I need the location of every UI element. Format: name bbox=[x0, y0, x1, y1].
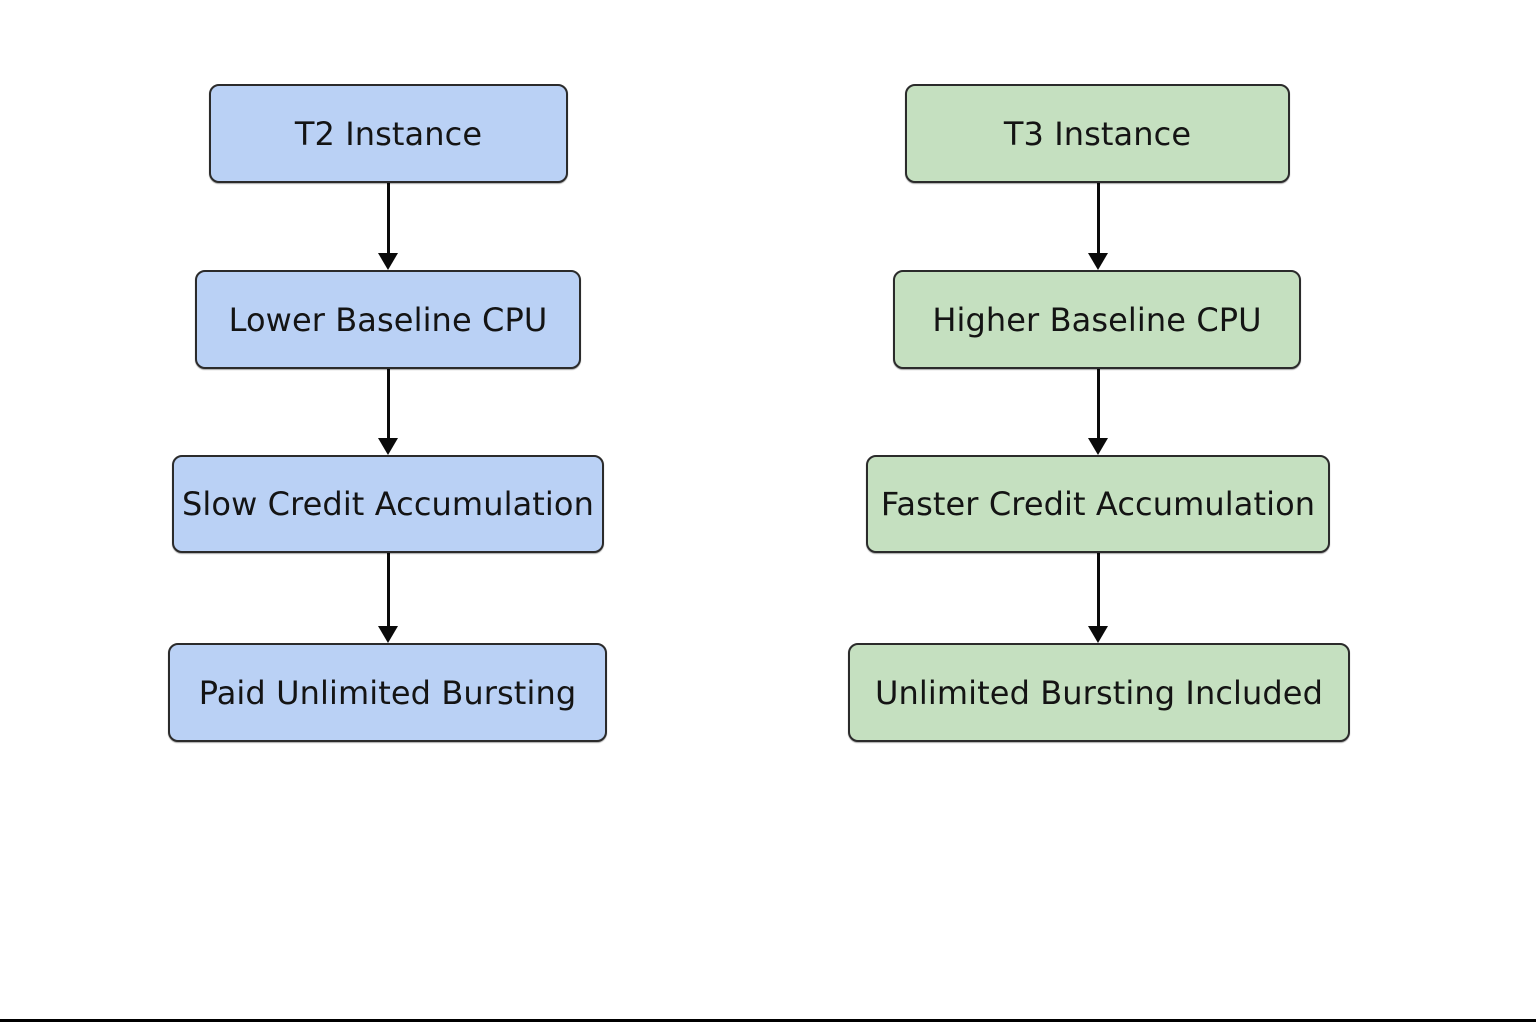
node-label: Unlimited Bursting Included bbox=[874, 673, 1324, 712]
arrow-shaft bbox=[386, 183, 390, 255]
arrowhead-icon bbox=[1088, 438, 1108, 455]
node-slow-credit-accum[interactable]: Slow Credit Accumulation bbox=[172, 455, 604, 553]
node-label: Slow Credit Accumulation bbox=[182, 485, 594, 523]
node-t2-instance[interactable]: T2 Instance bbox=[209, 84, 568, 183]
node-label: Lower Baseline CPU bbox=[228, 300, 548, 339]
node-label: T3 Instance bbox=[1003, 114, 1192, 153]
node-lower-baseline-cpu[interactable]: Lower Baseline CPU bbox=[195, 270, 581, 369]
arrow-shaft bbox=[386, 369, 390, 440]
node-label: Higher Baseline CPU bbox=[932, 300, 1262, 339]
arrow-shaft bbox=[386, 553, 390, 628]
arrow-shaft bbox=[1096, 183, 1100, 255]
arrowhead-icon bbox=[378, 253, 398, 270]
arrowhead-icon bbox=[1088, 626, 1108, 643]
node-label: Faster Credit Accumulation bbox=[880, 485, 1316, 523]
node-unlimited-burst-incl[interactable]: Unlimited Bursting Included bbox=[848, 643, 1350, 742]
arrow-shaft bbox=[1096, 369, 1100, 440]
bottom-divider bbox=[0, 1019, 1536, 1022]
node-paid-unlimited-burst[interactable]: Paid Unlimited Bursting bbox=[168, 643, 607, 742]
arrowhead-icon bbox=[378, 626, 398, 643]
node-label: T2 Instance bbox=[294, 114, 483, 153]
node-label: Paid Unlimited Bursting bbox=[198, 673, 577, 712]
node-higher-baseline-cpu[interactable]: Higher Baseline CPU bbox=[893, 270, 1301, 369]
node-t3-instance[interactable]: T3 Instance bbox=[905, 84, 1290, 183]
arrowhead-icon bbox=[378, 438, 398, 455]
node-faster-credit-accum[interactable]: Faster Credit Accumulation bbox=[866, 455, 1330, 553]
arrow-shaft bbox=[1096, 553, 1100, 628]
arrowhead-icon bbox=[1088, 253, 1108, 270]
